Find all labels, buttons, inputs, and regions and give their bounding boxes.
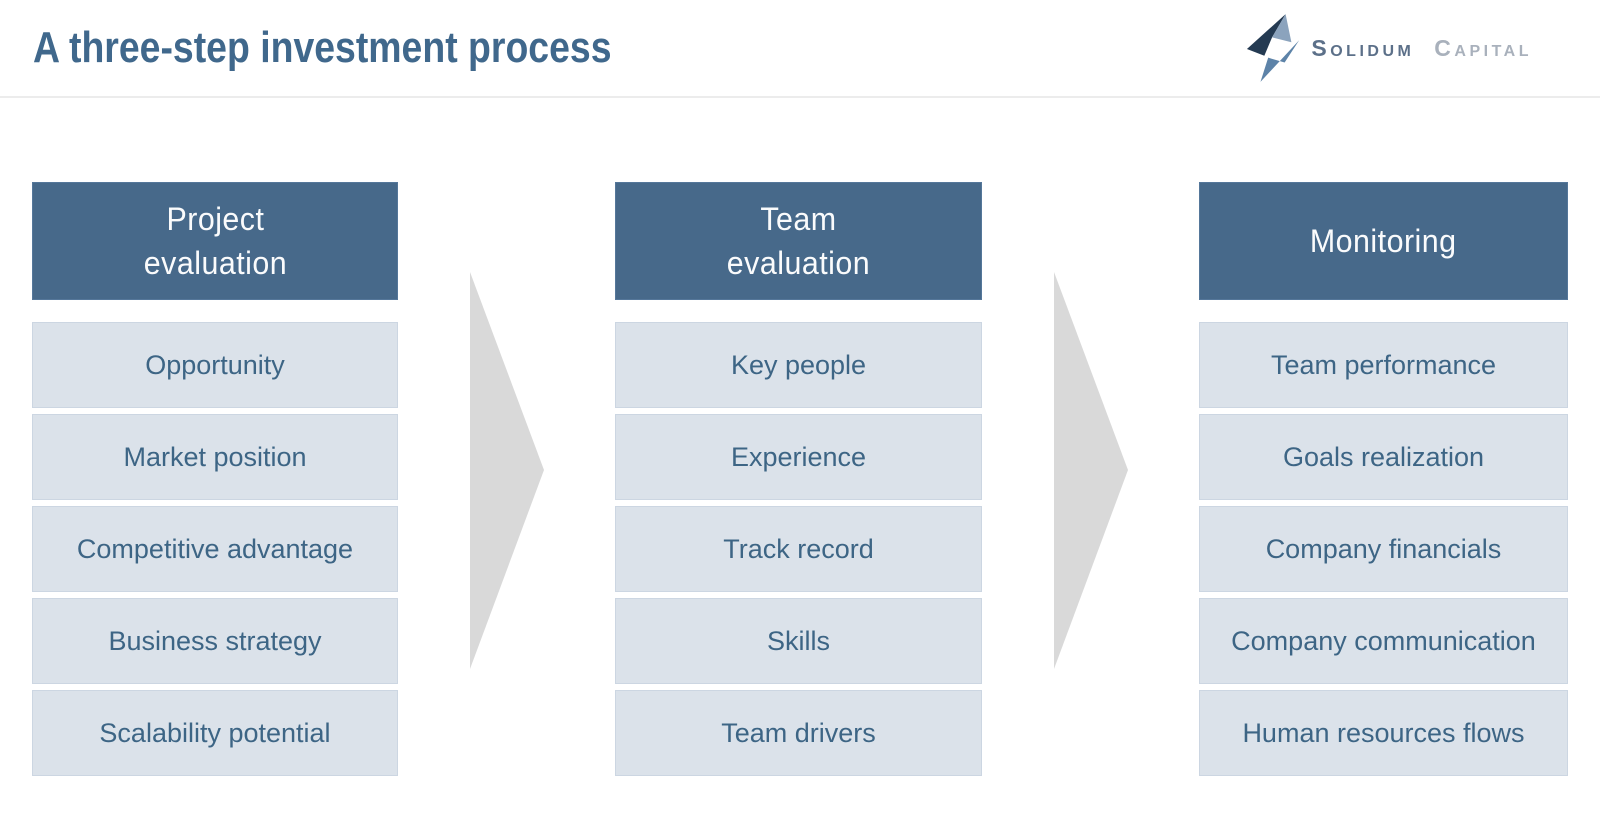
step-item-list: Team performance Goals realization Compa… bbox=[1199, 322, 1568, 776]
top-bar: A three-step investment process SOLIDUM … bbox=[0, 0, 1600, 98]
arrow-cell bbox=[398, 182, 615, 776]
list-item: Track record bbox=[615, 506, 982, 592]
list-item: Market position bbox=[32, 414, 398, 500]
list-item: Key people bbox=[615, 322, 982, 408]
list-item: Team performance bbox=[1199, 322, 1568, 408]
list-item: Human resources flows bbox=[1199, 690, 1568, 776]
arrow-right-icon bbox=[470, 272, 544, 669]
step-header-project-evaluation: Project evaluation bbox=[32, 182, 398, 300]
arrow-right-icon bbox=[1054, 272, 1128, 669]
process-diagram: Project evaluation Opportunity Market po… bbox=[32, 182, 1568, 776]
step-item-list: Opportunity Market position Competitive … bbox=[32, 322, 398, 776]
list-item: Opportunity bbox=[32, 322, 398, 408]
list-item: Experience bbox=[615, 414, 982, 500]
arrow-cell bbox=[982, 182, 1199, 776]
company-logo: SOLIDUM CAPITAL bbox=[1245, 14, 1532, 82]
solidum-logo-icon bbox=[1247, 14, 1300, 82]
step-header-label: Monitoring bbox=[1310, 223, 1457, 259]
list-item: Team drivers bbox=[615, 690, 982, 776]
logo-word-capital: CAPITAL bbox=[1434, 34, 1532, 61]
logo-word-solidum: SOLIDUM bbox=[1311, 34, 1415, 61]
step-item-list: Key people Experience Track record Skill… bbox=[615, 322, 982, 776]
list-item: Company communication bbox=[1199, 598, 1568, 684]
step-column-team-evaluation: Team evaluation Key people Experience Tr… bbox=[615, 182, 982, 776]
company-logo-text: SOLIDUM CAPITAL bbox=[1311, 34, 1532, 61]
step-header-team-evaluation: Team evaluation bbox=[615, 182, 982, 300]
list-item: Business strategy bbox=[32, 598, 398, 684]
step-header-monitoring: Monitoring bbox=[1199, 182, 1568, 300]
step-header-label: Project evaluation bbox=[143, 201, 287, 281]
list-item: Skills bbox=[615, 598, 982, 684]
list-item: Competitive advantage bbox=[32, 506, 398, 592]
list-item: Scalability potential bbox=[32, 690, 398, 776]
list-item: Company financials bbox=[1199, 506, 1568, 592]
step-header-label: Team evaluation bbox=[726, 201, 871, 281]
page-title: A three-step investment process bbox=[33, 23, 612, 72]
list-item: Goals realization bbox=[1199, 414, 1568, 500]
step-column-project-evaluation: Project evaluation Opportunity Market po… bbox=[32, 182, 398, 776]
step-column-monitoring: Monitoring Team performance Goals realiz… bbox=[1199, 182, 1568, 776]
